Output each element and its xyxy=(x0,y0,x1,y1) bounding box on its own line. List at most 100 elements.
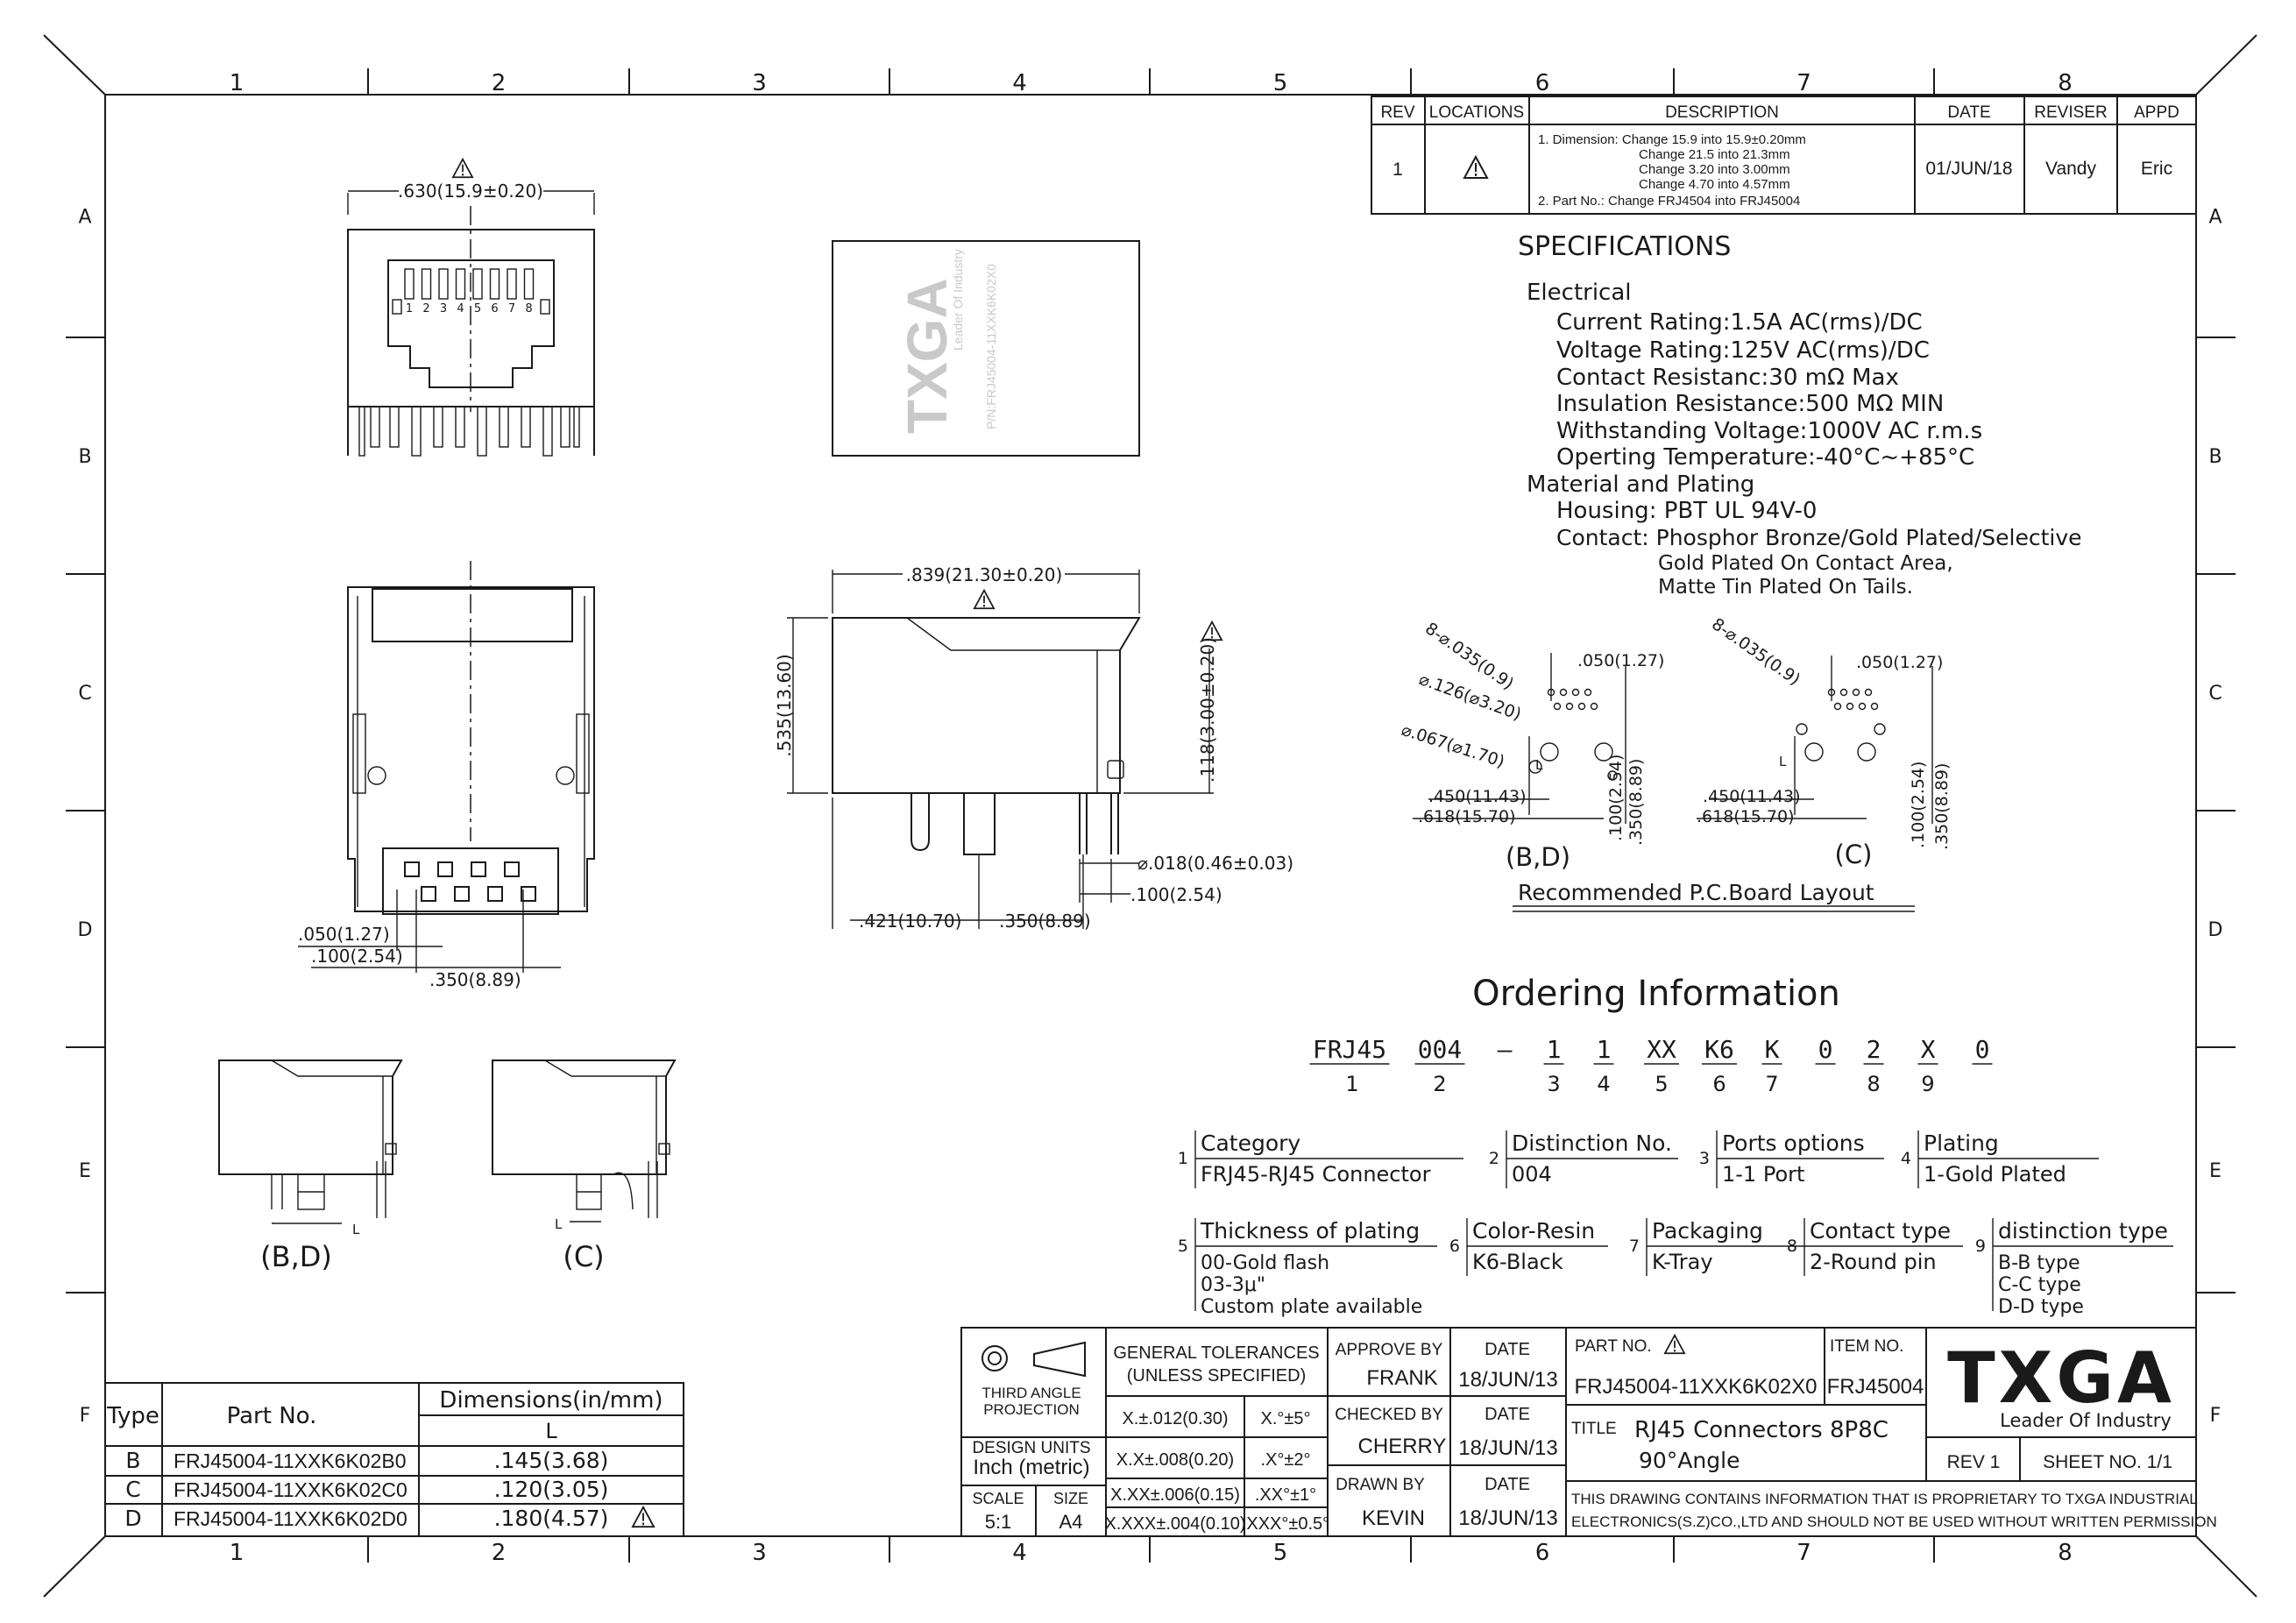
size-value: A4 xyxy=(1059,1511,1083,1533)
order-code-part: K6 xyxy=(1704,1035,1734,1064)
spec-line: Contact: Phosphor Bronze/Gold Plated/Sel… xyxy=(1556,525,2082,550)
frame-column-label: 4 xyxy=(1012,70,1027,96)
legend-index: 8 xyxy=(1787,1237,1797,1256)
pin-pad xyxy=(454,886,470,902)
legend-option: 1-Gold Plated xyxy=(1924,1162,2066,1187)
title-label: TITLE xyxy=(1571,1420,1617,1438)
tail-pin xyxy=(542,406,553,457)
pcb-hole xyxy=(1559,688,1568,697)
pin-pad xyxy=(421,886,436,902)
rev-reviser: Vandy xyxy=(2045,159,2096,179)
warning-triangle-icon xyxy=(973,589,996,610)
side-pin-dia-dim: ⌀.018(0.46±0.03) xyxy=(1137,853,1293,874)
frame-row-label: F xyxy=(80,1405,91,1427)
part-no-cell: FRJ45004-11XXK6K02C0 xyxy=(174,1478,407,1501)
date-label: DATE xyxy=(1485,1340,1530,1359)
item-no-label: ITEM NO. xyxy=(1830,1337,1903,1356)
legend-title: distinction type xyxy=(1998,1218,2168,1244)
order-code-part: 004 xyxy=(1418,1035,1463,1064)
order-code-index: 3 xyxy=(1547,1072,1560,1096)
tolerances-subtitle: (UNLESS SPECIFIED) xyxy=(1127,1366,1306,1386)
legend-option: D-D type xyxy=(1998,1296,2084,1318)
pin-pad xyxy=(487,886,503,902)
rev-value: 1 xyxy=(1392,159,1403,180)
legend-option: 00-Gold flash xyxy=(1201,1252,1329,1274)
order-code-part: FRJ45 xyxy=(1313,1035,1386,1064)
locations-header: LOCATIONS xyxy=(1429,103,1524,122)
c-l-mark: L xyxy=(1779,754,1787,769)
angular-tolerance: X.°±5° xyxy=(1261,1409,1311,1428)
spec-line: Housing: PBT UL 94V-0 xyxy=(1556,498,1817,524)
spec-line: Matte Tin Plated On Tails. xyxy=(1658,576,1913,599)
spec-line: Electrical xyxy=(1527,280,1632,306)
bottom-dim-row: .100(2.54) xyxy=(311,946,403,967)
pin-number: 3 xyxy=(440,302,447,315)
bd-x2-dim: .618(15.70) xyxy=(1418,807,1516,826)
appd-header: APPD xyxy=(2134,103,2179,122)
legend-title: Distinction No. xyxy=(1512,1130,1672,1156)
checked-date: 18/JUN/13 xyxy=(1458,1436,1557,1460)
contact-pin xyxy=(489,268,500,300)
frame-column-label: 8 xyxy=(2058,70,2073,96)
angular-tolerance: .XX°±1° xyxy=(1255,1485,1316,1505)
pcb-layout-section: 8-⌀.035(0.9) .050(1.27) ⌀.126(⌀3.20) ⌀.0… xyxy=(1399,614,1952,912)
legend-option: 03-3μ" xyxy=(1201,1274,1265,1296)
order-code-index: 1 xyxy=(1345,1072,1358,1096)
scale-label: SCALE xyxy=(972,1490,1024,1507)
c-variant-l-mark: L xyxy=(555,1216,563,1232)
top-view-part-marking: P/N:FRJ45004-11XXK6K02X0 xyxy=(984,264,998,429)
bd-y2-dim: .350(8.89) xyxy=(1626,759,1646,846)
frame-column-label: 3 xyxy=(752,70,767,96)
rev-appd: Eric xyxy=(2141,159,2172,179)
pcb-hole xyxy=(1846,702,1854,711)
tail-pin xyxy=(477,406,487,457)
tail-pin xyxy=(370,406,380,448)
frame-column-label: 3 xyxy=(752,1540,767,1566)
contact-pin xyxy=(404,268,415,300)
top-view-tagline: Leader Of Industry xyxy=(951,249,965,351)
side-post-to-pin-dim: .350(8.89) xyxy=(999,911,1091,932)
pcb-hole xyxy=(1864,688,1873,697)
order-code-index: 7 xyxy=(1765,1072,1778,1096)
type-cell: C xyxy=(125,1477,140,1502)
pcb-hole xyxy=(1565,702,1574,711)
contact-pin xyxy=(455,268,466,300)
proprietary-notice-line-2: ELECTRONICS(S.Z)CO.,LTD AND SHOULD NOT B… xyxy=(1571,1513,2217,1530)
type-cell: D xyxy=(124,1506,141,1531)
l-dimension-cell: .180(4.57) xyxy=(494,1506,609,1531)
part-no-value: FRJ45004-11XXK6K02X0 xyxy=(1574,1375,1817,1399)
type-cell: B xyxy=(125,1448,140,1473)
pcb-hole xyxy=(1852,688,1860,697)
pin-number: 4 xyxy=(457,302,464,315)
dimensions-header: Dimensions(in/mm) xyxy=(439,1387,663,1414)
spec-line: Contact Resistanc:30 mΩ Max xyxy=(1556,365,1899,391)
legend-option: K-Tray xyxy=(1652,1250,1713,1274)
side-view: .839(21.30±0.20) .535(13.60) .118(3.00±0… xyxy=(774,564,1293,932)
side-front-to-post-dim: .421(10.70) xyxy=(859,911,961,932)
frame-row-label: C xyxy=(78,683,91,705)
legend-title: Ports options xyxy=(1722,1130,1865,1156)
angular-tolerance: .X°±2° xyxy=(1261,1450,1311,1470)
order-code-index: 9 xyxy=(1921,1072,1934,1096)
projection-label: THIRD ANGLE xyxy=(981,1385,1081,1401)
bd-l-mark: L xyxy=(1535,757,1543,773)
c-y-dim: .100(2.54) xyxy=(1909,762,1928,848)
order-code-part: K xyxy=(1765,1035,1780,1064)
pin-number: 6 xyxy=(491,302,498,315)
legend-index: 3 xyxy=(1699,1149,1710,1168)
l-dimension-cell: .120(3.05) xyxy=(494,1477,609,1502)
tail-pin xyxy=(499,406,509,448)
contact-pin xyxy=(421,268,432,300)
top-view-marking: TXGA Leader Of Industry P/N:FRJ45004-11X… xyxy=(832,240,1140,457)
pin-pad xyxy=(404,861,420,877)
revision-table: REV LOCATIONS DESCRIPTION DATE REVISER A… xyxy=(1371,96,2197,215)
frame-column-label: 5 xyxy=(1273,70,1288,96)
rev-date: 01/JUN/18 xyxy=(1925,159,2012,179)
description-header: DESCRIPTION xyxy=(1665,103,1779,122)
approver-name: FRANK xyxy=(1366,1366,1437,1390)
l-dimension-cell: .145(3.68) xyxy=(494,1448,609,1473)
date-label: DATE xyxy=(1485,1405,1530,1424)
rev-desc-line-1: 1. Dimension: Change 15.9 into 15.9±0.20… xyxy=(1538,132,1806,147)
